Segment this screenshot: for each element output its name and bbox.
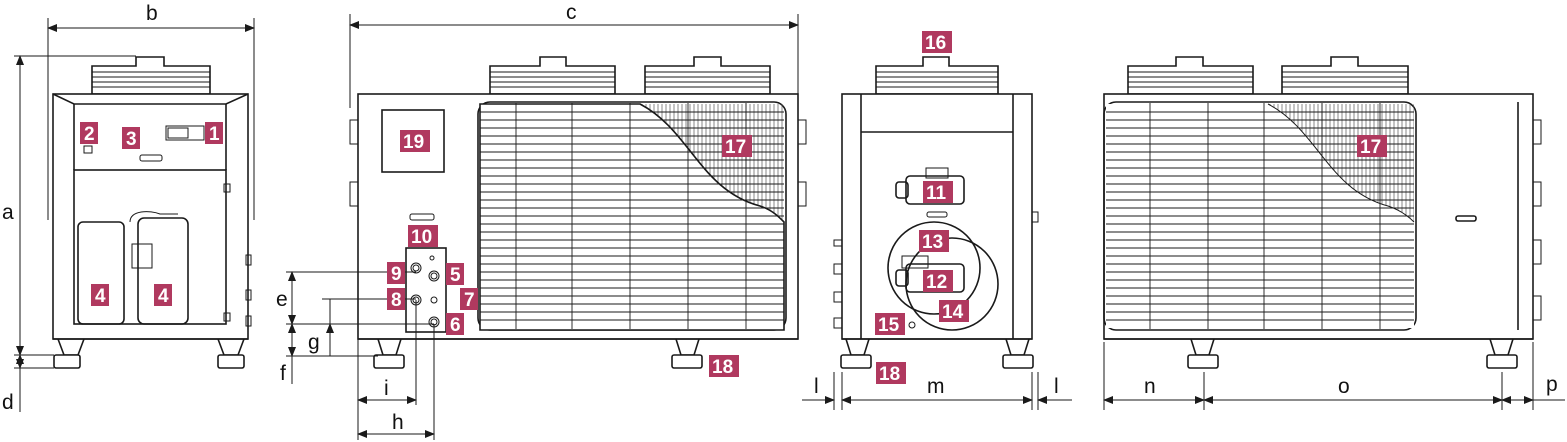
svg-text:4: 4	[158, 286, 169, 307]
svg-text:10: 10	[411, 227, 432, 248]
svg-text:7: 7	[464, 290, 475, 311]
svg-text:11: 11	[926, 183, 947, 204]
callout-6: 6	[446, 313, 464, 336]
callout-8: 8	[387, 288, 405, 311]
svg-text:1: 1	[209, 124, 220, 145]
dimension-f-label: f	[280, 362, 286, 385]
callout-2: 2	[80, 122, 98, 145]
dimension-n-label: n	[1144, 375, 1156, 398]
callout-7: 7	[460, 288, 478, 311]
svg-text:19: 19	[403, 132, 424, 153]
callout-4-compressor: 4	[154, 284, 172, 307]
front-view	[52, 56, 252, 369]
dimension-d-label: d	[2, 391, 14, 414]
dimension-l-left-label: l	[814, 375, 819, 398]
svg-text:6: 6	[450, 315, 461, 336]
svg-text:2: 2	[84, 124, 95, 145]
dimension-o-label: o	[1338, 375, 1350, 398]
callout-17-right: 17	[1357, 135, 1387, 158]
dimension-b-label: b	[146, 2, 158, 25]
dimension-e-label: e	[276, 288, 288, 311]
callout-17-left: 17	[722, 135, 752, 158]
dimension-m-label: m	[927, 375, 945, 398]
callout-18-end: 18	[876, 362, 906, 385]
end-view	[833, 56, 1039, 369]
svg-text:17: 17	[725, 137, 746, 158]
dimension-l-right-label: l	[1054, 375, 1059, 398]
dimension-c-label: c	[566, 1, 577, 24]
callout-1: 1	[205, 122, 223, 145]
svg-text:17: 17	[1360, 137, 1381, 158]
svg-text:8: 8	[391, 290, 402, 311]
end-dimensions	[802, 372, 1072, 410]
callout-10: 10	[408, 225, 438, 248]
rear-view	[1103, 56, 1542, 369]
callout-15: 15	[875, 313, 905, 336]
dimension-h-label: h	[392, 411, 404, 434]
callout-18-side: 18	[709, 355, 739, 378]
dimension-a-label: a	[2, 201, 14, 224]
svg-text:16: 16	[925, 33, 946, 54]
callout-5: 5	[446, 263, 464, 286]
callout-12: 12	[923, 270, 953, 293]
svg-text:13: 13	[922, 232, 943, 253]
callout-16: 16	[922, 31, 952, 54]
front-dimensions	[14, 18, 255, 412]
side-view-left	[349, 56, 807, 369]
callout-3: 3	[122, 127, 140, 150]
callout-13: 13	[919, 230, 949, 253]
callout-4-receiver: 4	[91, 284, 109, 307]
svg-text:12: 12	[926, 272, 947, 293]
callout-19: 19	[400, 130, 430, 153]
svg-text:5: 5	[450, 265, 461, 286]
svg-text:3: 3	[126, 129, 137, 150]
dimension-i-label: i	[384, 377, 389, 400]
svg-text:18: 18	[712, 357, 733, 378]
callout-9: 9	[387, 262, 405, 285]
callout-14: 14	[939, 300, 969, 323]
svg-text:18: 18	[879, 364, 900, 385]
callout-11: 11	[923, 181, 953, 204]
svg-text:9: 9	[391, 264, 402, 285]
svg-text:15: 15	[878, 315, 900, 336]
rear-dimensions	[1103, 342, 1565, 410]
svg-text:4: 4	[95, 286, 106, 307]
dimension-g-label: g	[308, 331, 320, 354]
svg-text:14: 14	[942, 302, 964, 323]
dimension-p-label: p	[1546, 373, 1558, 396]
